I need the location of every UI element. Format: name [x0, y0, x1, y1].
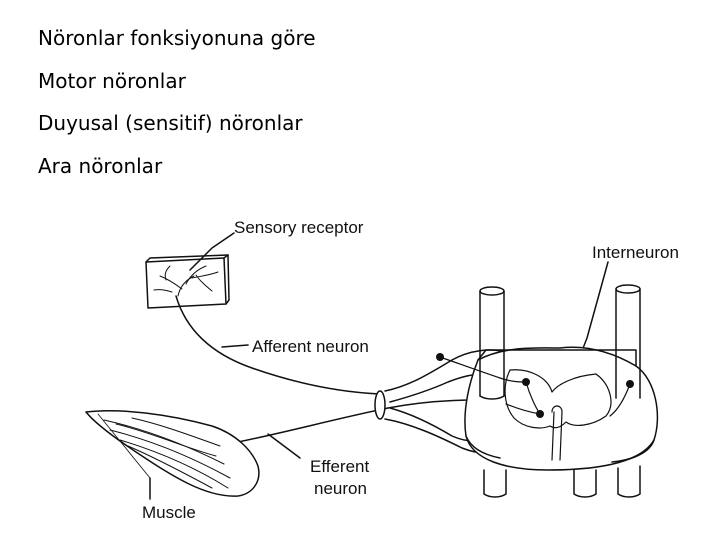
bullet-interneurons: Ara nöronlar: [38, 153, 163, 178]
label-muscle: Muscle: [142, 503, 196, 522]
label-afferent-neuron: Afferent neuron: [252, 337, 369, 356]
bullet-list: Nöronlar fonksiyonuna göre Motor nöronla…: [38, 28, 316, 198]
afferent-neuron-fiber: [175, 295, 381, 395]
afferent-leader: [221, 344, 249, 348]
bullet-title: Nöronlar fonksiyonuna göre: [38, 26, 316, 50]
label-efferent-line2: neuron: [314, 479, 367, 498]
bullet-motor-neurons: Motor nöronlar: [38, 68, 186, 93]
ascending-tract-cell: [626, 380, 634, 388]
interneuron-cell-body: [522, 378, 530, 386]
bullet-sensory-neurons: Duyusal (sensitif) nöronlar: [38, 111, 303, 135]
cell-bodies: [436, 353, 634, 418]
label-sensory-receptor: Sensory receptor: [234, 218, 364, 237]
motor-neuron-cell-body: [536, 410, 544, 418]
lower-columns: [483, 465, 641, 498]
dorsal-column-left: [479, 286, 505, 400]
dorsal-root-ganglion-cell: [436, 353, 444, 361]
efferent-leader: [267, 433, 301, 459]
dorsal-column-right: [615, 284, 641, 399]
label-efferent-line1: Efferent: [310, 457, 370, 476]
label-interneuron: Interneuron: [592, 243, 679, 262]
sensory-receptor-leader: [189, 232, 235, 271]
spinal-cord: [464, 346, 659, 471]
muscle: [85, 410, 260, 497]
receptor-endings: [153, 265, 219, 297]
